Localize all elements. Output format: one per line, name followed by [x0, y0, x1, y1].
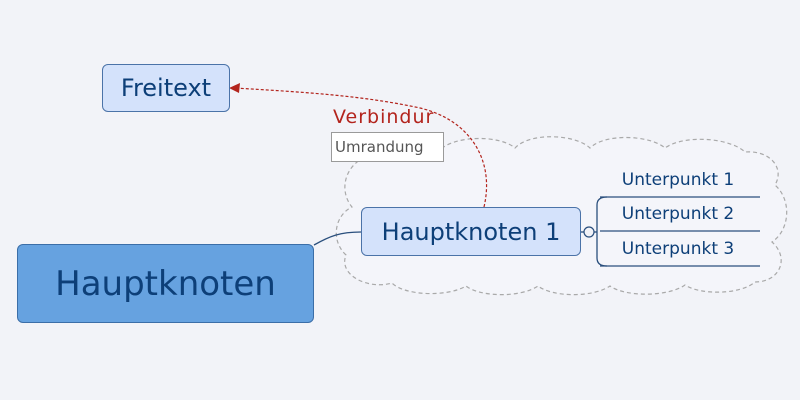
subtopic-label: Unterpunkt 3: [621, 239, 735, 259]
main-topic-label: Hauptknoten 1: [381, 217, 561, 246]
relationship-label[interactable]: Verbindur: [333, 106, 435, 128]
subtopic-1[interactable]: Unterpunkt 1: [597, 163, 759, 197]
boundary-label[interactable]: Umrandung: [331, 132, 444, 162]
central-topic-label: Hauptknoten: [55, 263, 276, 304]
subtopic-3[interactable]: Unterpunkt 3: [597, 232, 759, 266]
collapse-toggle[interactable]: [583, 226, 595, 238]
floating-topic-label: Freitext: [120, 74, 212, 102]
central-topic[interactable]: Hauptknoten: [17, 244, 314, 323]
subtopic-bracket: [596, 196, 608, 267]
subtopic-label: Unterpunkt 1: [621, 170, 735, 190]
connector-central-to-main: [313, 231, 362, 246]
boundary-label-text: Umrandung: [335, 138, 424, 156]
subtopic-label: Unterpunkt 2: [621, 204, 735, 224]
subtopic-2[interactable]: Unterpunkt 2: [597, 197, 759, 231]
floating-topic[interactable]: Freitext: [102, 64, 230, 112]
main-topic[interactable]: Hauptknoten 1: [361, 207, 581, 256]
relationship-line[interactable]: [234, 87, 488, 208]
relationship-arrowhead: [229, 83, 240, 93]
